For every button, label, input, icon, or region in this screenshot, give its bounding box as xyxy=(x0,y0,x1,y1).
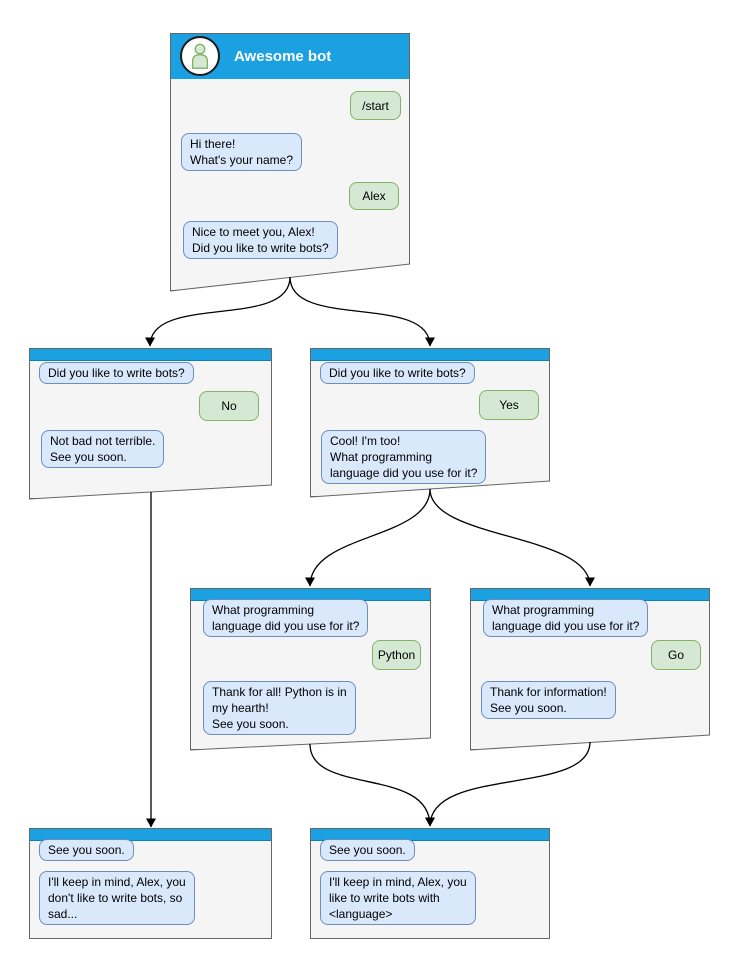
edge-python-to-end xyxy=(309,743,435,827)
bot-message-language-question: What programming language did you use fo… xyxy=(483,599,649,637)
bot-message-keep-in-mind-language: I'll keep in mind, Alex, you like to wri… xyxy=(320,871,476,925)
edge-main-to-yes xyxy=(289,276,435,347)
user-message-go: Go xyxy=(651,640,701,670)
edge-yes-to-python xyxy=(305,488,431,587)
bot-avatar xyxy=(180,36,220,76)
chat-window-end-no: See you soon. I'll keep in mind, Alex, y… xyxy=(29,828,272,939)
user-message-no: No xyxy=(199,391,259,421)
chat-header-bar xyxy=(30,349,271,361)
chat-window-yes-branch: Did you like to write bots? Yes Cool! I'… xyxy=(310,348,550,497)
chat-header-bar xyxy=(30,829,271,841)
bot-message-not-bad: Not bad not terrible. See you soon. xyxy=(41,430,165,468)
bot-title: Awesome bot xyxy=(234,48,332,65)
bot-message-question: Did you like to write bots? xyxy=(39,362,194,384)
chat-header-bar xyxy=(311,349,549,361)
bot-message-go-thanks: Thank for information! See you soon. xyxy=(481,681,616,719)
chat-window-end-language: See you soon. I'll keep in mind, Alex, y… xyxy=(310,828,550,939)
chat-window-python-branch: What programming language did you use fo… xyxy=(190,588,431,750)
bot-message-language-question: What programming language did you use fo… xyxy=(203,599,369,637)
chat-window-no-branch: Did you like to write bots? No Not bad n… xyxy=(29,348,272,499)
bot-message-cool: Cool! I'm too! What programming language… xyxy=(321,430,487,484)
chat-window-main: Awesome bot /start Hi there! What's your… xyxy=(170,33,410,291)
edge-yes-to-go xyxy=(429,488,595,587)
user-message-name: Alex xyxy=(349,182,399,210)
bot-message-python-thanks: Thank for all! Python is in my hearth! S… xyxy=(203,681,356,735)
bot-message-see-you: See you soon. xyxy=(39,839,134,861)
bot-message-nice-to-meet: Nice to meet you, Alex! Did you like to … xyxy=(183,221,338,259)
bot-message-see-you: See you soon. xyxy=(320,839,415,861)
bot-message-keep-in-mind-no: I'll keep in mind, Alex, you don't like … xyxy=(39,871,195,925)
chat-header: Awesome bot xyxy=(171,34,409,79)
bot-message-question: Did you like to write bots? xyxy=(320,362,475,384)
edge-go-to-end xyxy=(425,741,591,827)
chat-window-go-branch: What programming language did you use fo… xyxy=(470,588,710,750)
user-message-yes: Yes xyxy=(479,390,539,420)
person-icon xyxy=(191,43,209,69)
chat-header-bar xyxy=(311,829,549,841)
bot-message-greeting: Hi there! What's your name? xyxy=(181,133,303,171)
user-message-python: Python xyxy=(372,640,421,670)
user-message-start: /start xyxy=(350,91,401,120)
